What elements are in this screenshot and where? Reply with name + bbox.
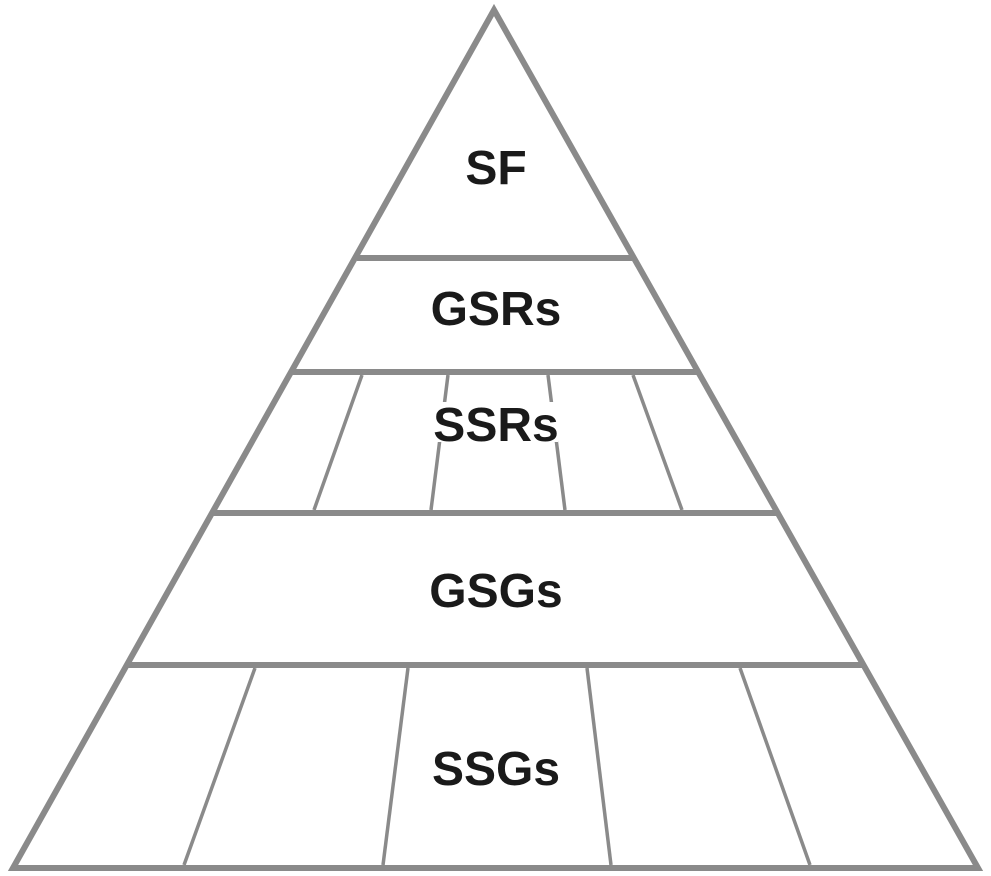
ssrs-subdivider <box>429 374 450 511</box>
tier-label-sf: SF <box>465 142 526 195</box>
tier-label-gsrs: GSRs <box>431 283 562 336</box>
ssgs-subdivider <box>381 667 410 866</box>
ssrs-subdivider <box>312 374 364 511</box>
ssrs-subdivider <box>631 374 684 511</box>
tier-label-gsgs: GSGs <box>429 565 562 618</box>
ssrs-subdivider <box>546 374 567 511</box>
ssgs-subdivider <box>738 667 812 866</box>
tier-labels: SF GSRs SSRs GSGs SSGs <box>429 142 562 796</box>
ssgs-subdivider <box>182 667 257 866</box>
tier-label-ssrs: SSRs <box>433 399 558 452</box>
ssgs-subdivider <box>585 667 613 866</box>
pyramid-outline <box>7 3 984 871</box>
tier-label-ssgs: SSGs <box>432 743 560 796</box>
ssrs-label-backing <box>436 402 558 442</box>
pyramid-structure <box>7 3 984 871</box>
